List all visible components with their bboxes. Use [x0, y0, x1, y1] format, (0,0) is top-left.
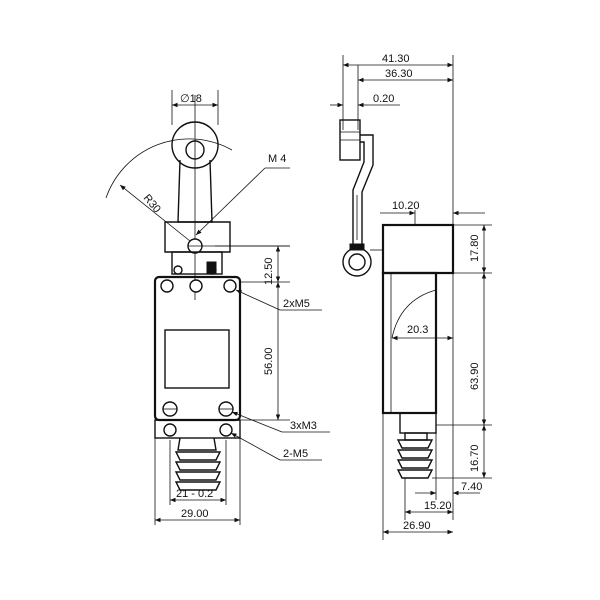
dim-roller-diameter: ∅18	[180, 93, 202, 105]
dim-56-00: 56.00	[263, 347, 275, 375]
dim-29-00: 29.00	[181, 508, 209, 520]
dim-36-30: 36.30	[385, 68, 413, 80]
switch-body	[153, 275, 242, 422]
dim-20-3: 20.3	[407, 324, 428, 336]
dim-41-30: 41.30	[382, 53, 410, 65]
dim-16-70: 16.70	[469, 444, 481, 472]
sweep-arc	[105, 138, 233, 199]
dim-12-50: 12.50	[263, 257, 275, 285]
dim-63-90: 63.90	[469, 362, 481, 390]
label-r30: R30	[141, 192, 163, 215]
label-2-m5: 2-M5	[283, 448, 308, 460]
label-3xm3: 3xM3	[290, 420, 317, 432]
dim-26-90: 26.90	[403, 520, 431, 532]
lever-side	[339, 119, 374, 277]
side-gland	[396, 432, 434, 479]
window	[164, 329, 230, 389]
side-head	[381, 223, 455, 275]
label-m4: M 4	[268, 153, 286, 165]
dim-10-20: 10.20	[392, 200, 420, 212]
front-view: ∅18 M 4 R30 12.50 56.00 2xM5 3xM3 2-M5 2…	[105, 90, 330, 525]
cable-gland	[174, 437, 222, 491]
dim-17-80: 17.80	[469, 234, 481, 262]
side-view: 41.30 36.30 0.20 10.20 17.80 20.3 63.90 …	[330, 53, 492, 540]
dim-0-20: 0.20	[373, 93, 394, 105]
label-2xm5: 2xM5	[283, 298, 310, 310]
dim-15-20: 15.20	[424, 500, 452, 512]
dim-7-40: 7.40	[461, 481, 482, 493]
switch-head	[171, 251, 223, 275]
dim-21: 21 - 0.2	[176, 488, 213, 500]
